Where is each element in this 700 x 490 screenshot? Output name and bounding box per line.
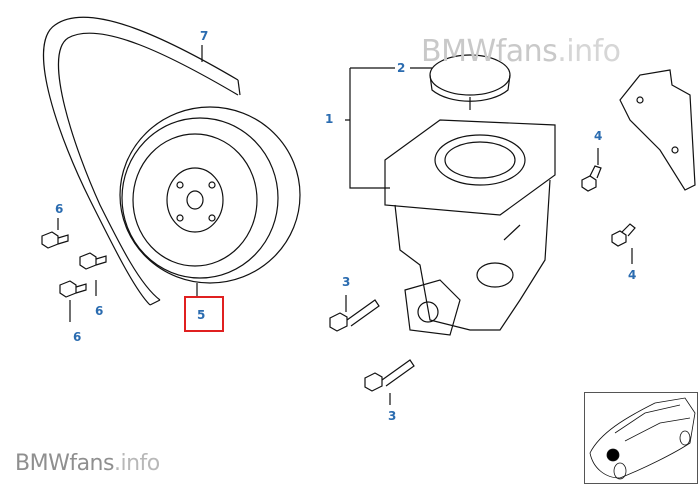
selected-part-highlight	[184, 296, 224, 332]
callout-pump[interactable]: 1	[325, 112, 334, 126]
callout-bolt-lower[interactable]: 3	[388, 409, 397, 423]
watermark-bottom: BMWfans.info	[15, 451, 160, 476]
watermark-brand: BMWfans	[421, 34, 558, 69]
car-icon	[589, 397, 696, 480]
vehicle-location-thumbnail[interactable]	[584, 392, 698, 484]
watermark-top: BMWfans.info	[421, 34, 621, 69]
callout-pulley[interactable]: 5	[197, 308, 206, 322]
watermark-brand: BMWfans	[15, 451, 114, 476]
callout-bolt-left-top[interactable]: 6	[55, 202, 64, 216]
callout-bolt-lower-right[interactable]: 4	[628, 268, 637, 282]
callout-bolt-left-bottom[interactable]: 6	[73, 330, 82, 344]
belt-drawing	[42, 16, 241, 306]
callout-bolt-upper-right[interactable]: 4	[594, 129, 603, 143]
callout-bolt-center[interactable]: 3	[342, 275, 351, 289]
bolts-drawing	[41, 45, 636, 405]
callout-cap[interactable]: 2	[397, 61, 406, 75]
pulley-drawing	[119, 106, 301, 296]
bracket-drawing	[619, 69, 696, 191]
callout-bolt-left-mid[interactable]: 6	[95, 304, 104, 318]
watermark-suffix: .info	[557, 34, 621, 69]
watermark-suffix: .info	[113, 451, 160, 476]
pump-drawing	[345, 54, 556, 336]
callout-belt[interactable]: 7	[200, 29, 209, 43]
